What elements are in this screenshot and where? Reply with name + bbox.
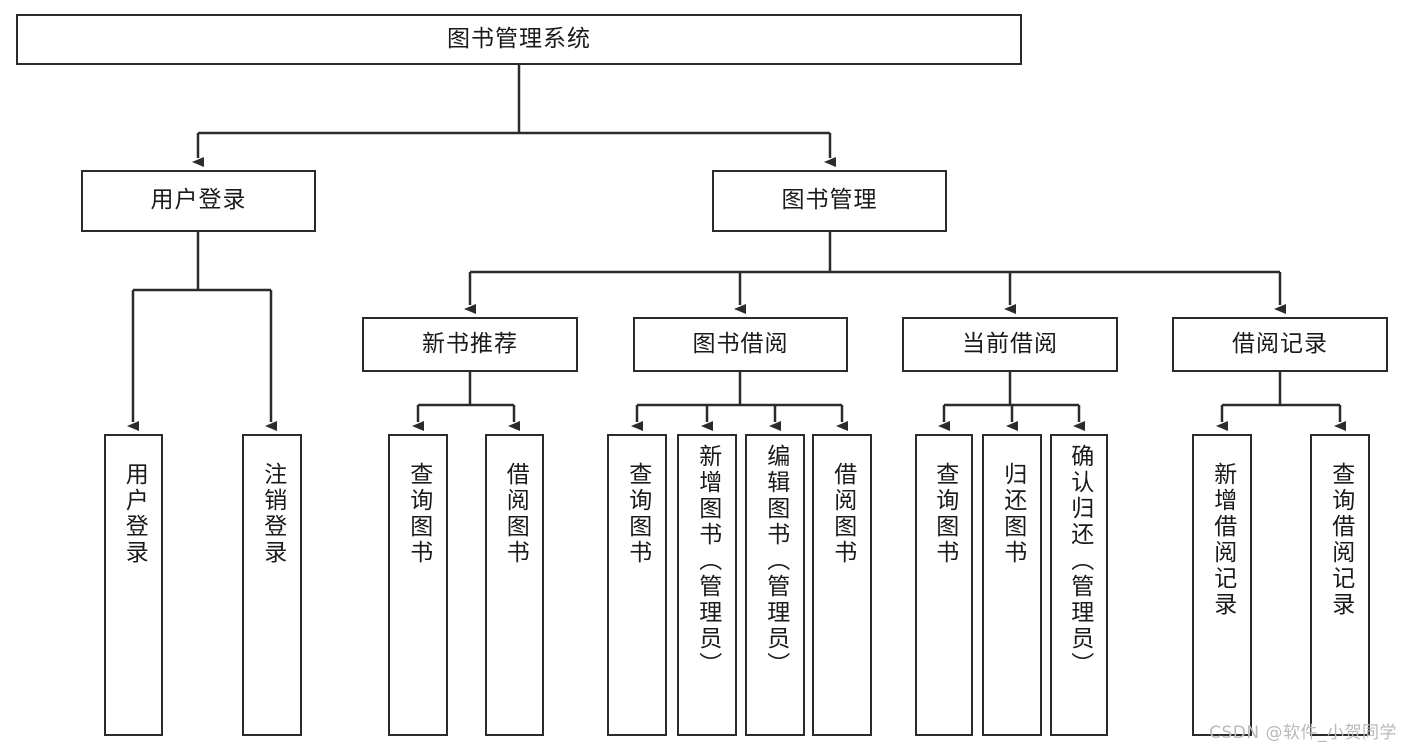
node-label: 借阅图书 [829, 462, 856, 566]
leaf-borrow-book[interactable]: 借阅图书 [812, 434, 872, 736]
node-book-management[interactable]: 图书管理 [712, 170, 947, 232]
node-label: 图书管理系统 [447, 25, 591, 52]
node-current-borrow[interactable]: 当前借阅 [902, 317, 1118, 372]
node-label: 查询图书 [624, 462, 651, 566]
node-label: 用户登录 [150, 187, 247, 214]
node-label: 注销登录 [259, 462, 286, 566]
node-label: 图书借阅 [692, 330, 789, 357]
leaf-add-book-admin[interactable]: 新增图书（管理员） [677, 434, 737, 736]
node-label: 图书管理 [781, 187, 878, 214]
node-label: 用户登录 [121, 462, 148, 566]
leaf-add-borrow-record[interactable]: 新增借阅记录 [1192, 434, 1252, 736]
node-user-login[interactable]: 用户登录 [81, 170, 316, 232]
leaf-edit-book-admin[interactable]: 编辑图书（管理员） [745, 434, 805, 736]
node-root-book-management-system[interactable]: 图书管理系统 [16, 14, 1022, 65]
leaf-query-book-borrow[interactable]: 查询图书 [607, 434, 667, 736]
node-label: 编辑图书（管理员） [762, 444, 789, 678]
node-label: 确认归还（管理员） [1066, 444, 1093, 678]
node-label: 查询图书 [931, 462, 958, 566]
node-label: 新书推荐 [422, 330, 518, 357]
node-book-borrow[interactable]: 图书借阅 [633, 317, 848, 372]
node-label: 新增图书（管理员） [694, 444, 721, 678]
node-label: 归还图书 [999, 462, 1026, 566]
node-label: 新增借阅记录 [1209, 462, 1236, 618]
leaf-return-book[interactable]: 归还图书 [982, 434, 1042, 736]
leaf-user-logout[interactable]: 注销登录 [242, 434, 302, 736]
node-borrow-record[interactable]: 借阅记录 [1172, 317, 1388, 372]
node-new-book-recommend[interactable]: 新书推荐 [362, 317, 578, 372]
node-label: 借阅记录 [1232, 330, 1328, 357]
leaf-borrow-book-recommend[interactable]: 借阅图书 [485, 434, 544, 736]
leaf-query-book-current[interactable]: 查询图书 [915, 434, 973, 736]
node-label: 查询借阅记录 [1327, 462, 1354, 618]
node-label: 当前借阅 [962, 330, 1058, 357]
leaf-user-login[interactable]: 用户登录 [104, 434, 163, 736]
watermark: CSDN @软件_小贺同学 [1209, 723, 1397, 743]
node-label: 借阅图书 [502, 462, 529, 566]
node-label: 查询图书 [405, 462, 432, 566]
leaf-confirm-return-admin[interactable]: 确认归还（管理员） [1050, 434, 1108, 736]
leaf-query-book-recommend[interactable]: 查询图书 [388, 434, 448, 736]
leaf-query-borrow-record[interactable]: 查询借阅记录 [1310, 434, 1370, 736]
